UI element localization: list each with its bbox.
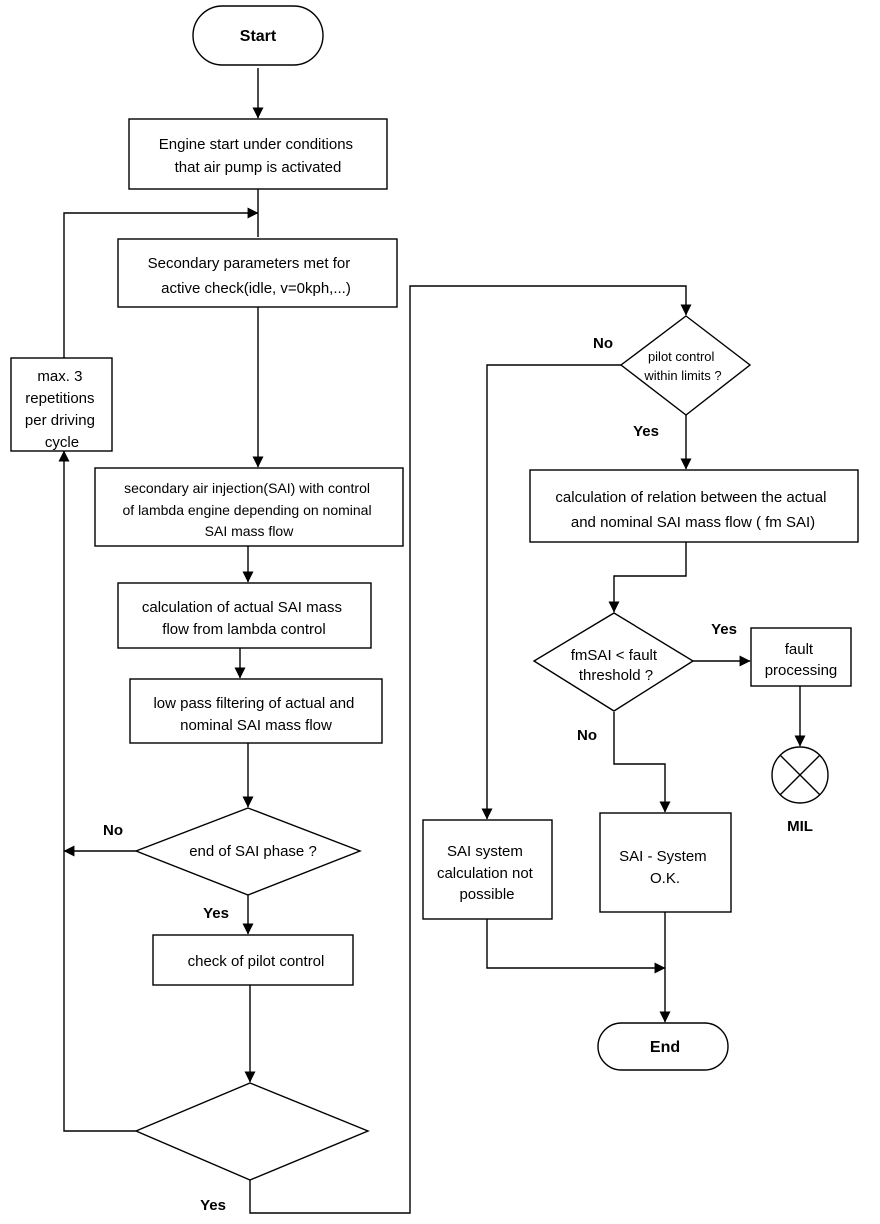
label-no-fault: No	[577, 727, 597, 744]
start-label: Start	[240, 28, 277, 45]
calc-actual-text: calculation of actual SAI mass flow from…	[142, 599, 346, 638]
label-no-end-phase: No	[103, 822, 123, 839]
end-of-phase-decision: end of SAI phase ?	[134, 807, 362, 896]
fault-processing-box: fault processing	[750, 627, 852, 687]
system-ok-box: SAI - System O.K.	[599, 812, 732, 913]
mil-lamp-icon	[771, 746, 829, 804]
engine-start-box: Engine start under conditions that air p…	[128, 118, 388, 190]
calc-relation-text: calculation of relation between the actu…	[555, 489, 830, 531]
max-repetitions-box: max. 3 repetitions per driving cycle	[10, 357, 113, 452]
label-yes-end-phase: Yes	[203, 905, 229, 922]
label-yes-bottom: Yes	[200, 1197, 226, 1214]
pilot-within-limits-text: pilot control within limits ?	[643, 349, 721, 383]
secondary-parameters-text: Secondary parameters met for active chec…	[148, 255, 355, 297]
end-terminal: End	[597, 1022, 729, 1071]
repeat-decision	[134, 1082, 370, 1181]
fm-threshold-decision: fmSAI < fault threshold ?	[532, 612, 695, 712]
max-repetitions-text: max. 3 repetitions per driving cycle	[25, 368, 99, 451]
connectors	[58, 68, 806, 1214]
pilot-within-limits-decision: pilot control within limits ?	[619, 315, 752, 416]
check-pilot-text: check of pilot control	[188, 953, 325, 970]
low-pass-text: low pass filtering of actual and nominal…	[153, 695, 358, 734]
check-pilot-box: check of pilot control	[152, 934, 354, 986]
start-terminal: Start	[192, 5, 324, 66]
engine-start-text: Engine start under conditions that air p…	[159, 136, 357, 176]
label-yes-fault: Yes	[711, 621, 737, 638]
secondary-parameters-box: Secondary parameters met for active chec…	[117, 238, 398, 308]
end-label: End	[650, 1039, 680, 1056]
not-possible-box: SAI system calculation not possible	[422, 819, 553, 920]
calc-actual-box: calculation of actual SAI mass flow from…	[117, 582, 372, 649]
sai-injection-box: secondary air injection(SAI) with contro…	[94, 467, 404, 547]
label-yes-pilot: Yes	[633, 423, 659, 440]
end-of-phase-text: end of SAI phase ?	[189, 843, 317, 860]
sai-injection-text: secondary air injection(SAI) with contro…	[123, 480, 376, 539]
not-possible-text: SAI system calculation not possible	[437, 843, 537, 903]
mil-label: MIL	[787, 818, 813, 835]
calc-relation-box: calculation of relation between the actu…	[529, 469, 859, 543]
label-no-pilot: No	[593, 335, 613, 352]
fm-threshold-text: fmSAI < fault threshold ?	[571, 647, 661, 684]
fault-processing-text: fault processing	[765, 641, 838, 679]
system-ok-text: SAI - System O.K.	[619, 848, 711, 887]
low-pass-box: low pass filtering of actual and nominal…	[129, 678, 383, 744]
